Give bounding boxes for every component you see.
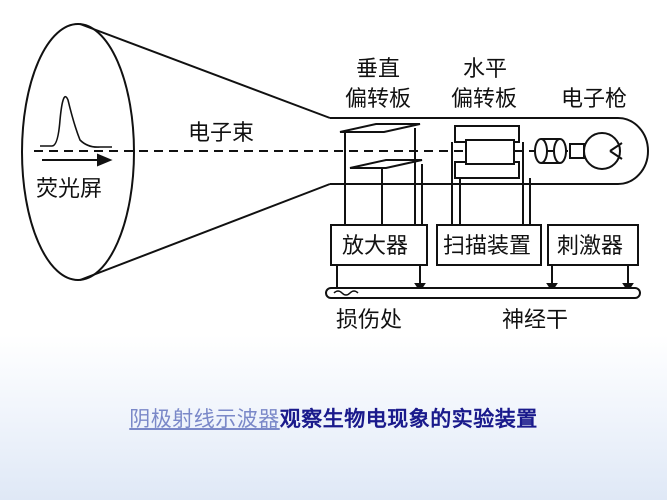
nerve-electrodes	[336, 265, 634, 292]
waveform-trace	[40, 95, 112, 148]
label-sweep: 扫描装置	[443, 234, 531, 259]
sweep-arrow	[42, 153, 113, 167]
caption-background	[0, 335, 667, 500]
amplifier-box	[330, 224, 428, 266]
figure-caption: 阴极射线示波器观察生物电现象的实验装置	[0, 403, 667, 433]
label-screen: 荧光屏	[36, 177, 102, 202]
fluorescent-screen	[21, 23, 135, 281]
tube-end	[617, 117, 649, 185]
label-injury: 损伤处	[336, 308, 402, 333]
label-nerve: 神经干	[502, 308, 568, 333]
label-horizontal-1: 水平	[463, 57, 507, 82]
vertical-deflection-plates	[339, 123, 423, 228]
stimulator-box	[547, 224, 639, 266]
nerve-trunk	[325, 287, 641, 299]
label-gun: 电子枪	[561, 87, 627, 112]
caption-link[interactable]: 阴极射线示波器	[129, 407, 280, 431]
cone-bottom-edge	[79, 183, 331, 281]
label-horizontal-2: 偏转板	[451, 87, 517, 112]
cone-top-edge	[79, 23, 331, 119]
label-stimulator: 刺激器	[557, 234, 623, 259]
label-vertical-1: 垂直	[356, 57, 400, 82]
sweep-device-box	[436, 224, 542, 266]
label-amplifier: 放大器	[342, 234, 408, 259]
electron-gun	[534, 132, 623, 170]
horizontal-deflection-plates	[451, 125, 531, 228]
oscilloscope-diagram: 荧光屏 电子束 垂直 偏转板 水平 偏转板 电子枪 放大器 扫描装置 刺激器 损…	[21, 23, 649, 333]
label-beam: 电子束	[188, 121, 254, 146]
label-vertical-2: 偏转板	[345, 87, 411, 112]
caption-text: 观察生物电现象的实验装置	[279, 406, 538, 431]
